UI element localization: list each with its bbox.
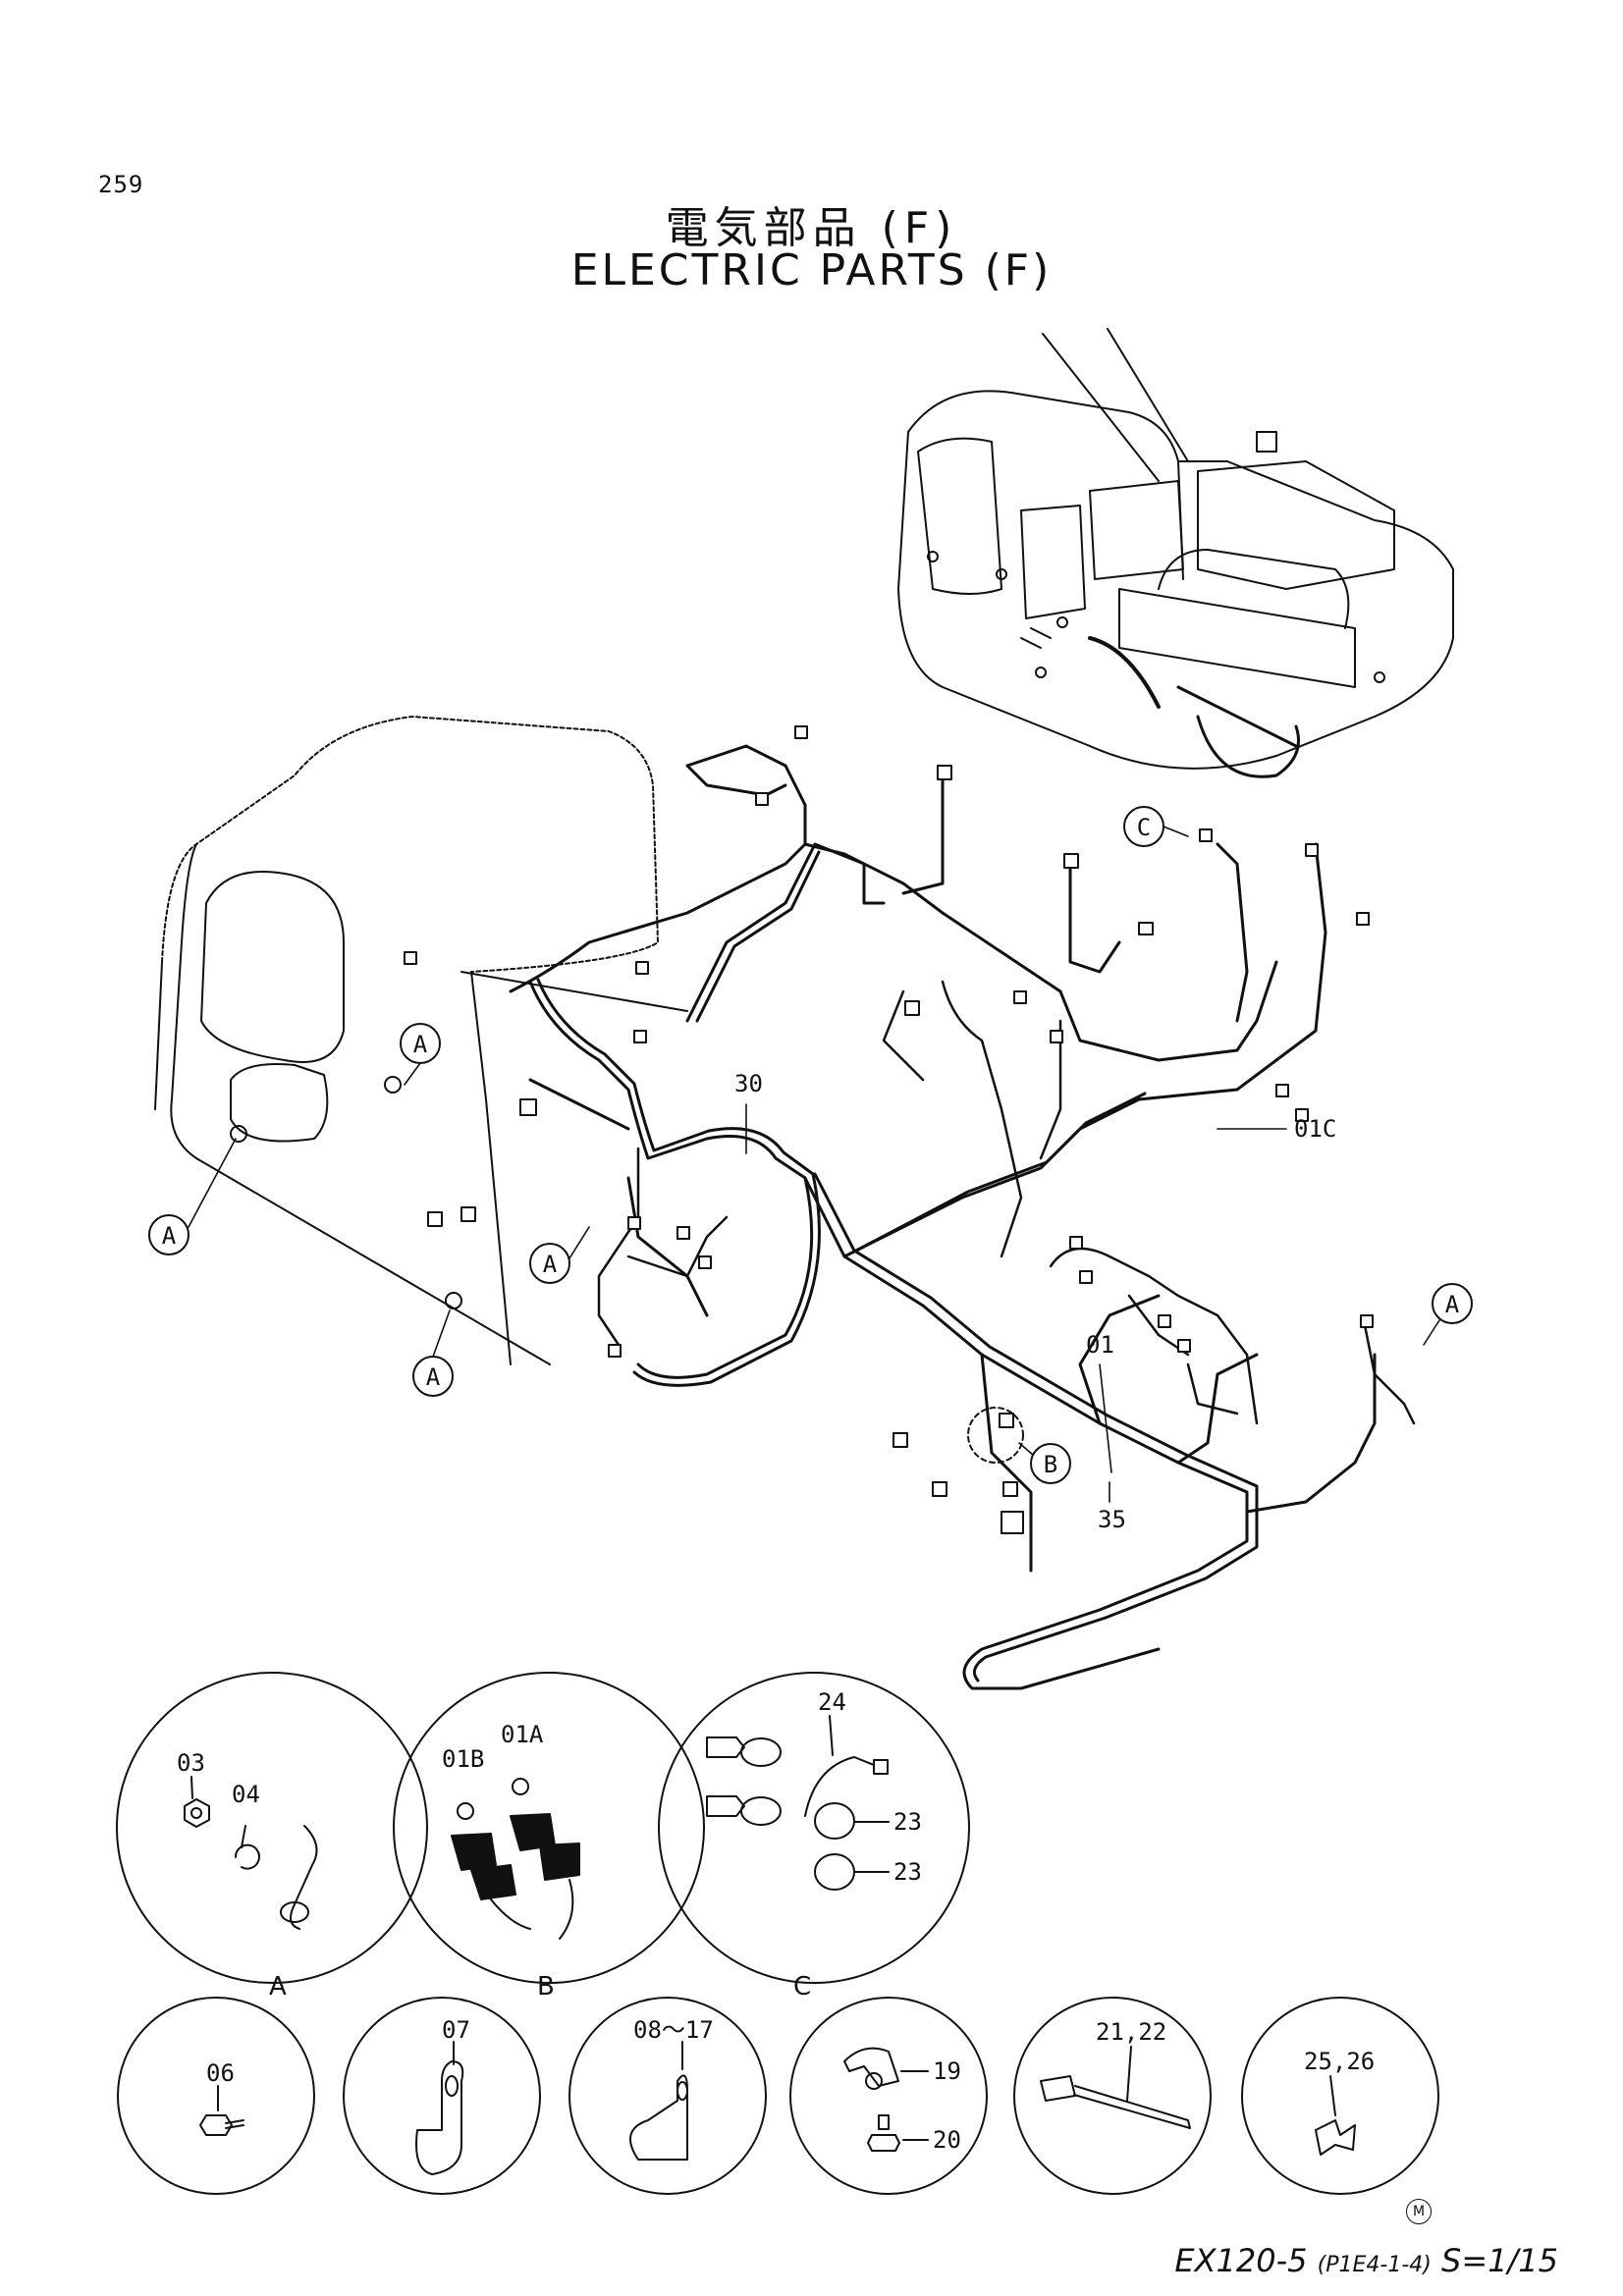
part-label-30: 30 — [734, 1070, 763, 1097]
part-label-25-26: 25,26 — [1304, 2048, 1375, 2075]
detail-a-label-04: 04 — [232, 1781, 260, 1808]
callout-a-3: A — [543, 1251, 558, 1278]
callout-a-2: A — [162, 1222, 177, 1250]
callout-b: B — [1044, 1451, 1057, 1478]
footer-model-info: EX120-5 (P1E4-1-4) S=1/15 — [1174, 2242, 1558, 2279]
part-circle-07 — [343, 1997, 541, 2195]
cab-outline — [154, 716, 688, 1365]
detail-a-label-03: 03 — [177, 1749, 205, 1777]
callout-circles — [148, 806, 1473, 1484]
part-circle-21-22 — [1013, 1997, 1212, 2195]
callout-c: C — [1137, 814, 1151, 841]
part-label-08-17: 08～17 — [633, 2016, 714, 2044]
detail-c-caption: C — [793, 1972, 811, 2002]
part-circle-06 — [117, 1997, 315, 2195]
detail-circle-c — [658, 1672, 970, 1984]
detail-a-caption: A — [269, 1972, 287, 2002]
part-circle-19-20 — [789, 1997, 988, 2195]
part-label-01: 01 — [1086, 1331, 1114, 1359]
detail-c-label-24: 24 — [818, 1688, 846, 1716]
connectors — [404, 725, 1374, 1534]
page-title-japanese: 電気部品 (F) — [665, 203, 958, 253]
part-label-07: 07 — [442, 2016, 470, 2044]
detail-b-caption: B — [537, 1972, 555, 2002]
part-label-20: 20 — [933, 2126, 961, 2154]
part-label-21-22: 21,22 — [1096, 2018, 1166, 2046]
machine-overview — [897, 328, 1454, 778]
footer-code: (P1E4-1-4) — [1317, 2253, 1432, 2277]
footer-scale: S=1/15 — [1441, 2242, 1558, 2279]
detail-c-label-23a: 23 — [893, 1808, 922, 1836]
callout-a-4: A — [426, 1363, 441, 1391]
part-label-19: 19 — [933, 2057, 961, 2085]
part-label-01c: 01C — [1294, 1115, 1336, 1143]
harness-right — [1049, 1247, 1416, 1425]
part-label-35: 35 — [1098, 1506, 1126, 1533]
detail-b-region — [967, 1407, 1024, 1464]
leader-lines — [188, 826, 1440, 1503]
harness-01 — [803, 842, 1377, 1690]
page-title-english: ELECTRIC PARTS (F) — [570, 245, 1053, 295]
detail-c-label-23b: 23 — [893, 1858, 922, 1886]
harness-lower-left — [597, 980, 1062, 1347]
harness-30 — [528, 842, 886, 1387]
callout-a-1: A — [413, 1031, 428, 1058]
part-circle-08-17 — [568, 1997, 767, 2195]
part-label-06: 06 — [206, 2059, 235, 2087]
part-circle-25-26 — [1241, 1997, 1439, 2195]
revision-mark: M — [1406, 2199, 1432, 2224]
detail-circle-a — [116, 1672, 428, 1984]
page-number: 259 — [98, 171, 144, 198]
footer-model: EX120-5 — [1174, 2242, 1308, 2279]
detail-circle-b — [393, 1672, 705, 1984]
detail-b-label-01b: 01B — [442, 1745, 484, 1773]
callout-a-5: A — [1445, 1291, 1460, 1318]
detail-b-label-01a: 01A — [501, 1721, 544, 1748]
harness-upper — [509, 744, 1278, 1131]
